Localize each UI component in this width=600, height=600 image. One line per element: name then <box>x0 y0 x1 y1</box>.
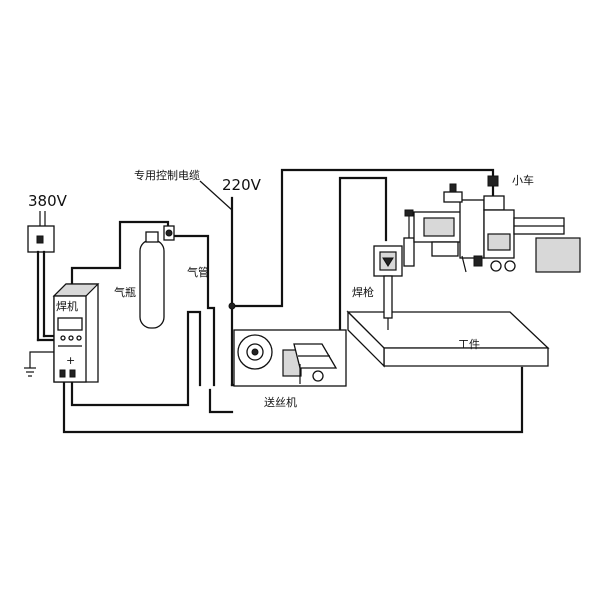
welder-panel-display <box>57 317 83 331</box>
gas-pipe-label: 气管 <box>187 265 209 279</box>
carriage-column <box>459 199 485 259</box>
connection-wires <box>62 168 524 434</box>
ground-return-line <box>62 366 524 434</box>
welder-label: 焊机 <box>56 299 78 313</box>
switch-knob <box>36 235 44 244</box>
workpiece-label: 工件 <box>458 338 480 351</box>
torch-nozzle <box>383 275 393 319</box>
wire-feeder-label: 送丝机 <box>264 395 297 409</box>
welder-machine: 焊机 + <box>52 283 100 383</box>
carriage-knob-top <box>487 175 499 187</box>
welding-torch: 焊枪 <box>352 209 415 330</box>
carriage-rail-block <box>535 237 581 273</box>
cable-labels: 专用控制电缆 220V <box>134 168 262 310</box>
voltage-220-label: 220V <box>222 176 262 194</box>
gas-cylinder: 气瓶 气管 <box>114 225 209 329</box>
feeder-bottom-line <box>208 388 234 414</box>
torch-label: 焊枪 <box>352 285 374 299</box>
voltage-380-label: 380V <box>28 192 68 210</box>
junction-dot <box>228 302 236 310</box>
control-cable-label: 专用控制电缆 <box>134 168 200 182</box>
welder-feeder-cable <box>70 310 202 407</box>
workpiece: 工件 <box>346 310 550 368</box>
carriage-label: 小车 <box>512 173 534 187</box>
welder-plus-label: + <box>66 354 75 367</box>
wire-feeder: 送丝机 <box>233 329 347 409</box>
carriage-knob-left <box>449 183 457 193</box>
cylinder-body <box>139 239 165 329</box>
control-cable-leader <box>199 180 233 211</box>
workpiece-side <box>347 310 385 368</box>
carriage: 小车 <box>413 173 581 273</box>
mains-input: 380V <box>24 192 68 377</box>
ground-wire <box>29 351 54 368</box>
gas-cylinder-label: 气瓶 <box>114 285 136 299</box>
